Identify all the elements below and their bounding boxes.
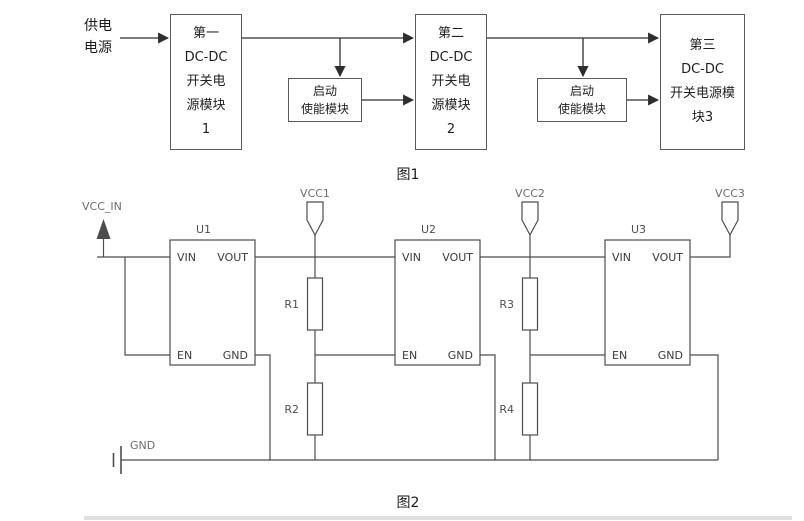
module1-line1: 第一 (192, 25, 219, 41)
vcc2-flag-icon (521, 201, 539, 237)
vcc3-flag-icon (721, 201, 739, 237)
r1-refdes: R1 (284, 298, 299, 311)
u1-ic-body (169, 239, 256, 366)
u1-pin-en: EN (177, 349, 192, 362)
u2-pin-gnd: GND (448, 349, 473, 362)
wire-u2-gnd (480, 354, 496, 460)
u3-pin-gnd: GND (658, 349, 683, 362)
module2-line2: DC-DC (429, 49, 473, 65)
vcc1-flag-icon (306, 201, 324, 237)
resistor-r4 (521, 382, 539, 436)
resistor-r2 (306, 382, 324, 436)
module3-line2: DC-DC (681, 61, 724, 77)
module2-line1: 第二 (437, 25, 464, 41)
vcc2-label: VCC2 (515, 187, 545, 200)
enable1-line1: 启动 (312, 84, 337, 98)
u3-pin-vout: VOUT (652, 251, 683, 264)
u1-pin-gnd: GND (223, 349, 248, 362)
enable1-line2: 使能模块 (300, 102, 349, 116)
wire-u1-gnd (255, 354, 271, 460)
u3-refdes: U3 (631, 223, 646, 236)
u1-pin-vin: VIN (177, 251, 196, 264)
figure2-caption: 图2 (396, 495, 420, 511)
module3-line4: 块3 (691, 110, 714, 126)
power-source-line1: 供电 (84, 18, 112, 34)
u2-pin-en: EN (402, 349, 417, 362)
module3-line1: 第三 (689, 37, 716, 53)
u3-pin-en: EN (612, 349, 627, 362)
module1-line5: 1 (201, 122, 211, 138)
power-source-line2: 电源 (84, 39, 112, 56)
module1-line3: 开关电 (186, 73, 226, 89)
enable2-line2: 使能模块 (557, 102, 606, 116)
figure1-caption: 图1 (396, 167, 420, 183)
u3-ic-body (604, 239, 691, 366)
cutoff-text-strip (84, 516, 792, 520)
fig2-wires (97, 235, 731, 461)
vcc-in-power-arrow-icon (96, 219, 111, 239)
fig1-connections (120, 32, 660, 106)
u2-ic-body (394, 239, 481, 366)
vcc-in-label: VCC_IN (82, 200, 122, 213)
module1-line2: DC-DC (184, 49, 228, 65)
dcdc-module1-block: 第一 DC-DC 开关电 源模块 1 (170, 14, 242, 150)
vcc3-label: VCC3 (715, 187, 745, 200)
module2-line5: 2 (446, 122, 456, 138)
module3-line3: 开关电源模 (669, 86, 735, 101)
u2-refdes: U2 (421, 223, 436, 236)
ground-symbol-icon (112, 446, 122, 474)
resistor-r1 (306, 277, 324, 331)
u2-pin-vout: VOUT (442, 251, 473, 264)
power-source-label: 供电 电源 (76, 16, 120, 59)
dcdc-module2-block: 第二 DC-DC 开关电 源模块 2 (415, 14, 487, 150)
enable2-line1: 启动 (569, 84, 594, 98)
wire-vccin-to-u1-en (124, 257, 170, 356)
r2-refdes: R2 (284, 403, 299, 416)
u3-pin-vin: VIN (612, 251, 631, 264)
wire-u3-vout-to-vcc3 (690, 235, 731, 258)
module2-line4: 源模块 (431, 98, 471, 114)
enable-module2-block: 启动 使能模块 (537, 78, 627, 122)
module1-line4: 源模块 (186, 98, 226, 114)
dcdc-module3-block: 第三 DC-DC 开关电源模 块3 (660, 14, 745, 150)
r4-refdes: R4 (499, 403, 514, 416)
u2-pin-vin: VIN (402, 251, 421, 264)
u1-refdes: U1 (196, 223, 211, 236)
resistor-r3 (521, 277, 539, 331)
u1-pin-vout: VOUT (217, 251, 248, 264)
enable-module1-block: 启动 使能模块 (288, 78, 362, 122)
gnd-net-label: GND (130, 439, 155, 452)
vcc1-label: VCC1 (300, 187, 330, 200)
r3-refdes: R3 (499, 298, 514, 311)
module2-line3: 开关电 (431, 73, 471, 89)
wire-u3-gnd (690, 354, 719, 460)
fig2-schematic: VCC_IN VCC1 VCC2 VCC3 GND U1 U2 U3 R1 R2… (82, 187, 745, 474)
